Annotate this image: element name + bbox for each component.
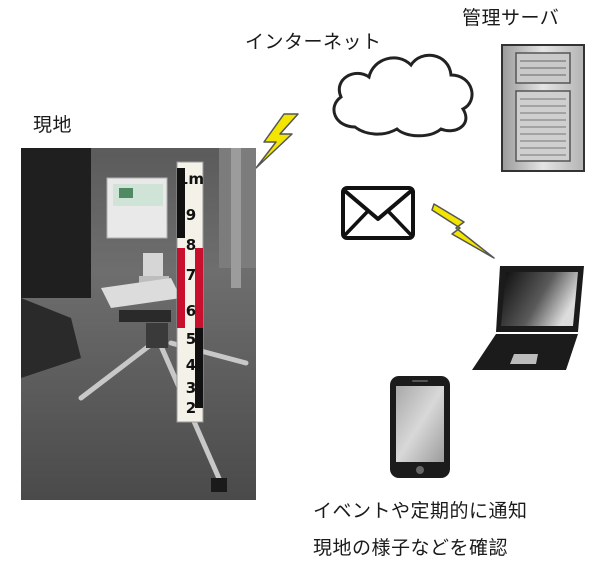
server-label: 管理サーバ [462, 7, 560, 29]
smartphone-icon [390, 376, 450, 478]
site-photo: 1m 9 8 7 6 5 4 3 2 [21, 148, 256, 500]
staff-digit: 3 [186, 379, 196, 397]
internet-label: インターネット [245, 31, 382, 53]
staff-digit: 4 [186, 356, 196, 374]
cloud-icon [332, 53, 474, 138]
staff-digit: 7 [186, 266, 196, 284]
staff-digit: 6 [186, 302, 196, 320]
lightning-bolt-icon [431, 203, 495, 259]
envelope-icon [341, 186, 415, 240]
caption-line-2: 現地の様子などを確認 [313, 537, 509, 559]
site-photo-image: 1m 9 8 7 6 5 4 3 2 [21, 148, 256, 500]
lightning-bolt-icon [255, 113, 299, 169]
staff-digit: 8 [186, 236, 196, 254]
site-label: 現地 [33, 114, 73, 136]
laptop-icon [472, 266, 584, 370]
staff-digit: 9 [186, 206, 196, 224]
staff-digit: 2 [186, 399, 196, 417]
staff-digit: 1m [178, 170, 204, 188]
server-tower-icon [501, 44, 585, 172]
staff-digit: 5 [186, 330, 196, 348]
caption-line-1: イベントや定期的に通知 [313, 500, 528, 522]
